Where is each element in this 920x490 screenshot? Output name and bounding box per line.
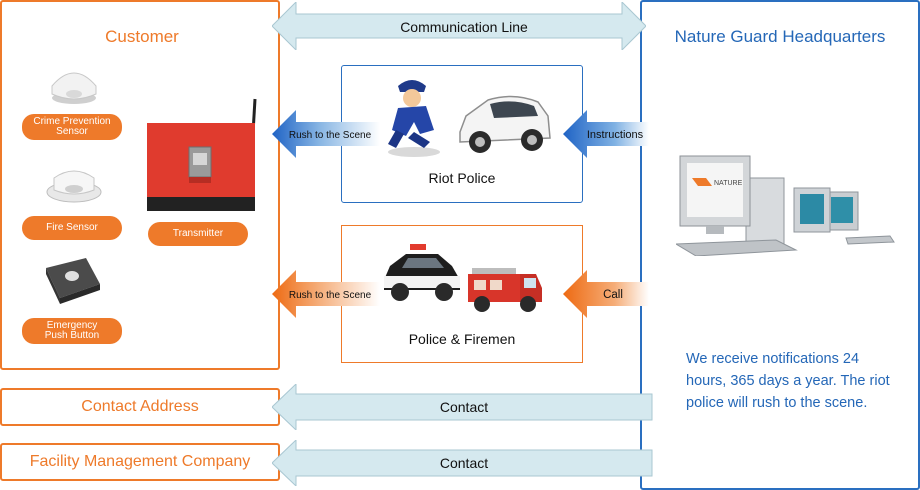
customer-title: Customer	[105, 27, 179, 46]
computer-icon: NATURE	[676, 155, 895, 256]
crime-prevention-sensor-line2: Sensor	[56, 126, 88, 137]
emergency-button-line2: Push Button	[44, 330, 100, 341]
crime-prevention-sensor-icon	[51, 72, 97, 104]
contact-address-arrow-label: Contact	[440, 399, 488, 415]
emergency-button-label: Emergency Push Button	[22, 318, 122, 344]
patrol-car-icon	[459, 95, 551, 153]
customer-panel: Customer Crime Prevention Sensor Fire Se…	[0, 0, 280, 370]
facility-management-panel: Facility Management Company	[0, 443, 280, 481]
contact-address-arrow: Contact	[272, 384, 653, 430]
crime-prevention-sensor-line1: Crime Prevention	[33, 116, 111, 127]
communication-line-arrow: Communication Line	[272, 2, 646, 50]
police-firemen-panel: Police & Firemen	[341, 225, 583, 363]
transmitter-label: Transmitter	[148, 222, 248, 246]
contact-address-panel: Contact Address	[0, 388, 280, 426]
police-car-icon	[384, 244, 460, 301]
instructions-label: Instructions	[587, 129, 644, 141]
headquarters-title: Nature Guard Headquarters	[674, 27, 886, 46]
facility-management-title: Facility Management Company	[29, 453, 251, 470]
firemen-rush-label: Rush to the Scene	[289, 290, 372, 301]
communication-line-label: Communication Line	[400, 19, 528, 35]
facility-management-arrow: Contact	[272, 440, 653, 486]
contact-address-title: Contact Address	[81, 398, 199, 415]
riot-rush-label: Rush to the Scene	[289, 130, 372, 141]
facility-management-arrow-label: Contact	[440, 455, 488, 471]
police-firemen-label: Police & Firemen	[408, 331, 516, 347]
transmitter-text: Transmitter	[172, 228, 224, 239]
instructions-arrow: Instructions	[563, 110, 649, 158]
fire-sensor-label: Fire Sensor	[22, 216, 122, 240]
call-label: Call	[603, 289, 623, 301]
call-arrow: Call	[563, 270, 649, 318]
riot-police-label: Riot Police	[428, 170, 496, 186]
transmitter-icon	[147, 98, 257, 211]
crime-prevention-sensor-label: Crime Prevention Sensor	[22, 114, 122, 140]
computer-logo: NATURE	[714, 180, 743, 187]
firemen-rush-arrow: Rush to the Scene	[272, 270, 380, 318]
headquarters-panel: Nature Guard Headquarters NATURE We rece…	[640, 0, 920, 490]
riot-rush-arrow: Rush to the Scene	[272, 110, 380, 158]
emergency-button-icon	[46, 258, 100, 304]
fire-sensor-text: Fire Sensor	[46, 222, 98, 233]
emergency-button-line1: Emergency	[46, 320, 98, 331]
headquarters-notice: We receive notifications 24 hours, 365 d…	[686, 351, 890, 411]
police-officer-icon	[388, 80, 440, 157]
fire-truck-icon	[468, 268, 542, 312]
fire-sensor-icon	[46, 170, 102, 203]
riot-police-panel: Riot Police	[341, 65, 583, 203]
